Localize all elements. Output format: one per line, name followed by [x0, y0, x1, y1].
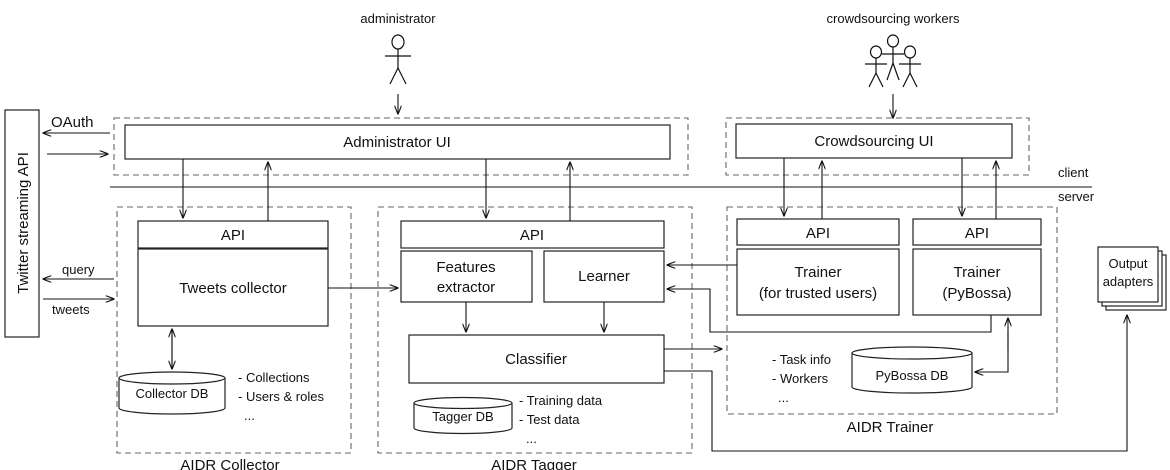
crowdsourcing-workers-icon	[865, 34, 921, 88]
administrator-label: administrator	[360, 11, 436, 26]
query-label: query	[62, 262, 95, 277]
collector-note-users-roles: - Users & roles	[238, 389, 324, 404]
output-adapters-label-line1: Output	[1108, 256, 1147, 271]
classifier-label: Classifier	[505, 351, 567, 368]
trainer-note-more: ...	[778, 390, 789, 405]
trainer-api-1-box	[736, 218, 900, 246]
client-label: client	[1058, 165, 1089, 180]
aidr-trainer-group	[726, 206, 1058, 415]
server-label: server	[1058, 189, 1095, 204]
collector-note-collections: - Collections	[238, 370, 310, 385]
crowdsourcing-ui-group	[725, 117, 1030, 176]
trainer-note-task-info: - Task info	[772, 352, 831, 367]
collector-db-label: Collector DB	[136, 386, 209, 401]
crowdsourcing-workers-label: crowdsourcing workers	[827, 11, 960, 26]
collector-note-more: ...	[244, 408, 255, 423]
trainer-trusted-label-line1: Trainer	[795, 264, 842, 281]
tagger-db-icon	[413, 396, 513, 435]
features-extractor-label-line2: extractor	[437, 279, 495, 296]
trainer-trusted-box	[736, 248, 900, 316]
collector-api-label: API	[221, 227, 245, 244]
twitter-streaming-api-label: Twitter streaming API	[15, 152, 32, 294]
pybossa-db-icon	[851, 346, 973, 394]
output-adapters-box	[1097, 246, 1159, 303]
oauth-label: OAuth	[51, 114, 94, 131]
tagger-note-training-data: - Training data	[519, 393, 603, 408]
aidr-collector-label: AIDR Collector	[180, 457, 279, 470]
tweets-collector-label: Tweets collector	[179, 280, 287, 297]
crowdsourcing-ui-box	[735, 123, 1013, 159]
trainer-pybossa-label-line1: Trainer	[954, 264, 1001, 281]
administrator-ui-group	[113, 117, 689, 176]
trainer-pybossa-box	[912, 248, 1042, 316]
tagger-api-box	[400, 220, 665, 249]
trainer-api-2-box	[912, 218, 1042, 246]
trainer-note-workers: - Workers	[772, 371, 829, 386]
collector-api-box	[137, 220, 329, 249]
administrator-icon	[385, 34, 411, 85]
pybossa-db-label: PyBossa DB	[876, 368, 949, 383]
learner-box	[543, 250, 665, 303]
administrator-ui-box	[124, 124, 671, 160]
tagger-api-label: API	[520, 227, 544, 244]
tweets-label: tweets	[52, 302, 90, 317]
aidr-trainer-label: AIDR Trainer	[847, 419, 934, 436]
features-extractor-label-line1: Features	[436, 259, 495, 276]
twitter-streaming-api-box	[4, 109, 40, 338]
trainer-trusted-label-line2: (for trusted users)	[759, 285, 877, 302]
output-adapters-label-line2: adapters	[1103, 274, 1154, 289]
tagger-db-label: Tagger DB	[432, 409, 493, 424]
administrator-ui-label: Administrator UI	[343, 134, 451, 151]
classifier-box	[408, 334, 665, 384]
tagger-note-more: ...	[526, 431, 537, 446]
crowdsourcing-ui-label: Crowdsourcing UI	[814, 133, 933, 150]
aidr-tagger-label: AIDR Tagger	[491, 457, 577, 470]
features-extractor-box	[400, 250, 533, 303]
collector-db-icon	[118, 371, 226, 415]
trainer-api-2-label: API	[965, 225, 989, 242]
trainer-api-1-label: API	[806, 225, 830, 242]
trainer-pybossa-label-line2: (PyBossa)	[942, 285, 1011, 302]
learner-label: Learner	[578, 268, 630, 285]
tagger-note-test-data: - Test data	[519, 412, 580, 427]
